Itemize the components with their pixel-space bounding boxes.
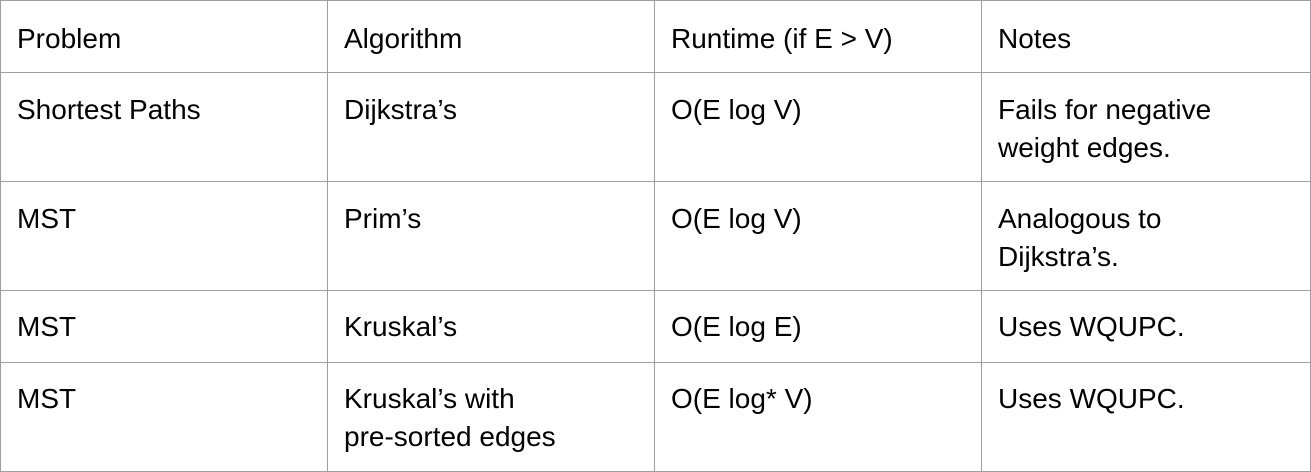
cell-notes: Uses WQUPC. — [981, 290, 1311, 363]
cell-text: Kruskal’s with pre-sorted edges — [344, 383, 556, 452]
cell-algorithm: Kruskal’s — [327, 290, 655, 363]
header-cell-notes: Notes — [981, 0, 1311, 73]
cell-text: O(E log V) — [671, 203, 802, 234]
cell-runtime: O(E log E) — [654, 290, 982, 363]
header-label: Algorithm — [344, 23, 463, 54]
cell-runtime: O(E log V) — [654, 72, 982, 182]
cell-algorithm: Kruskal’s with pre-sorted edges — [327, 362, 655, 472]
cell-text: MST — [17, 203, 77, 234]
cell-text: MST — [17, 383, 77, 414]
cell-text: O(E log V) — [671, 94, 802, 125]
table-row: MST Kruskal’s with pre-sorted edges O(E … — [0, 362, 1311, 472]
header-cell-algorithm: Algorithm — [327, 0, 655, 73]
cell-notes: Analogous to Dijkstra’s. — [981, 181, 1311, 291]
header-cell-problem: Problem — [0, 0, 328, 73]
cell-notes: Uses WQUPC. — [981, 362, 1311, 472]
cell-problem: Shortest Paths — [0, 72, 328, 182]
cell-text: O(E log* V) — [671, 383, 813, 414]
cell-text: Prim’s — [344, 203, 422, 234]
table-header-row: Problem Algorithm Runtime (if E > V) Not… — [0, 0, 1311, 73]
cell-text: Uses WQUPC. — [998, 311, 1185, 342]
header-label: Notes — [998, 23, 1072, 54]
cell-text: MST — [17, 311, 77, 342]
cell-problem: MST — [0, 181, 328, 291]
cell-notes: Fails for negative weight edges. — [981, 72, 1311, 182]
table-row: MST Kruskal’s O(E log E) Uses WQUPC. — [0, 290, 1311, 363]
cell-text: Fails for negative weight edges. — [998, 94, 1212, 163]
table-row: MST Prim’s O(E log V) Analogous to Dijks… — [0, 181, 1311, 291]
cell-text: Kruskal’s — [344, 311, 458, 342]
header-cell-runtime: Runtime (if E > V) — [654, 0, 982, 73]
cell-text: Uses WQUPC. — [998, 383, 1185, 414]
cell-problem: MST — [0, 362, 328, 472]
cell-runtime: O(E log V) — [654, 181, 982, 291]
header-label: Runtime (if E > V) — [671, 23, 893, 54]
table-row: Shortest Paths Dijkstra’s O(E log V) Fai… — [0, 72, 1311, 182]
cell-problem: MST — [0, 290, 328, 363]
cell-text: Analogous to Dijkstra’s. — [998, 203, 1162, 272]
cell-text: O(E log E) — [671, 311, 802, 342]
header-label: Problem — [17, 23, 122, 54]
cell-algorithm: Dijkstra’s — [327, 72, 655, 182]
cell-text: Shortest Paths — [17, 94, 201, 125]
cell-algorithm: Prim’s — [327, 181, 655, 291]
cell-text: Dijkstra’s — [344, 94, 458, 125]
cell-runtime: O(E log* V) — [654, 362, 982, 472]
